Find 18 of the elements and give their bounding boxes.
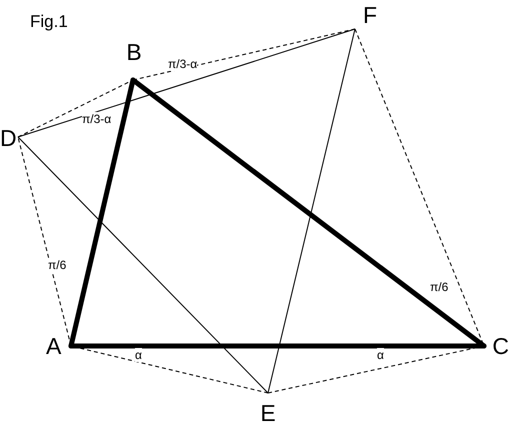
- vertex-label: D: [0, 125, 18, 150]
- vertex-label: B: [121, 40, 147, 80]
- figure-title: Fig.1: [30, 12, 68, 32]
- vertex-label: A: [46, 334, 71, 358]
- angle-label: α: [377, 348, 384, 362]
- vertex-label: E: [256, 393, 280, 425]
- angle-label: π/3-α: [82, 112, 112, 126]
- line-segment: [268, 28, 356, 394]
- angle-label: π/6: [48, 258, 66, 272]
- line-segment: [68, 344, 486, 348]
- angle-label: α: [135, 348, 142, 362]
- line-segment: [18, 28, 356, 138]
- angle-label: π/3-α: [168, 57, 198, 71]
- angle-label: π/6: [430, 280, 448, 294]
- vertex-label: F: [355, 3, 377, 29]
- line-segment: [132, 28, 356, 80]
- line-segment: [18, 136, 268, 394]
- vertex-label: C: [484, 334, 509, 358]
